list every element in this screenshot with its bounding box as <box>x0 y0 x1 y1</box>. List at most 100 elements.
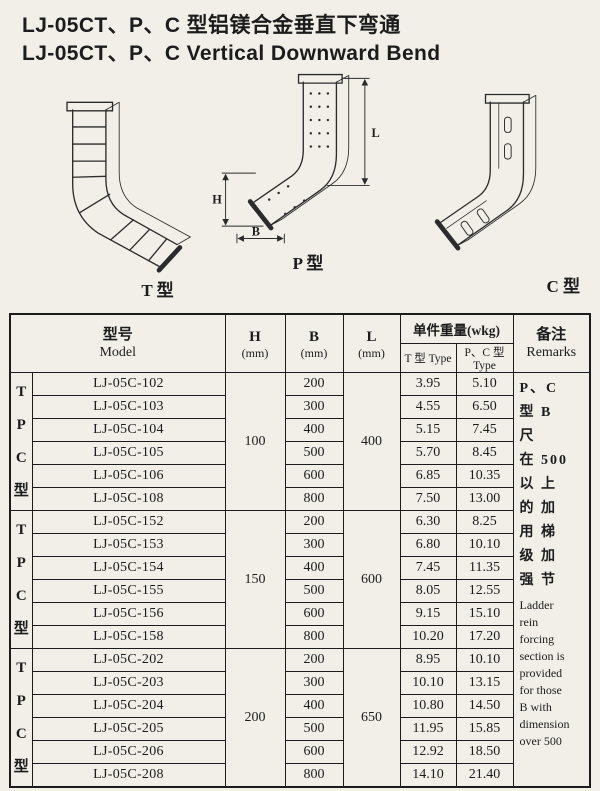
weight-pc-cell: 18.50 <box>455 740 514 765</box>
dim-label-h: H <box>212 193 222 207</box>
figure-p-type: L H B P 型 <box>208 67 408 274</box>
type-label-char: T <box>16 521 27 538</box>
remark-line: Ladder <box>519 598 554 613</box>
b-header-unit: (mm) <box>300 345 328 360</box>
b-value-cell: 200 <box>284 648 344 673</box>
b-value-cell: 200 <box>284 372 344 397</box>
weight-pc-cell: 6.50 <box>455 395 514 420</box>
model-cell: LJ-05C-102 <box>31 372 226 397</box>
page-title-zh: LJ-05CT、P、C 型铝镁合金垂直下弯通 <box>22 14 401 37</box>
l-value-cell: 650 <box>342 648 401 788</box>
model-cell: LJ-05C-205 <box>31 717 226 742</box>
page-title-en: LJ-05CT、P、C Vertical Downward Bend <box>22 41 441 65</box>
model-cell: LJ-05C-153 <box>31 533 226 558</box>
h-value-cell: 150 <box>224 510 286 650</box>
figures-area: T 型 <box>0 67 600 313</box>
h-header-letter: H <box>249 328 261 345</box>
weight-pc-cell: 10.35 <box>455 464 514 489</box>
remark-line: 型 B <box>519 405 553 421</box>
b-value-cell: 500 <box>284 579 344 604</box>
model-cell: LJ-05C-103 <box>31 395 226 420</box>
type-label-char: P <box>16 692 26 709</box>
type-label-char: C <box>15 725 27 742</box>
model-cell: LJ-05C-204 <box>31 694 226 719</box>
figure-t-type: T 型 <box>20 89 225 301</box>
b-value-cell: 300 <box>284 395 344 420</box>
h-header: H (mm) <box>224 313 286 374</box>
c-type-drawing <box>434 94 537 251</box>
spec-table: 型号 Model H (mm) B (mm) L (mm) 单件重量(wkg) <box>9 313 591 789</box>
b-header-letter: B <box>308 328 319 345</box>
weight-t-cell: 5.70 <box>399 441 457 466</box>
model-cell: LJ-05C-158 <box>31 625 226 650</box>
weight-t-cell: 6.30 <box>399 510 457 535</box>
weight-pc-cell: 15.10 <box>455 602 514 627</box>
b-value-cell: 800 <box>284 487 344 512</box>
type-label-char: 型 <box>13 758 29 775</box>
type-label-char: 型 <box>13 482 29 499</box>
weight-pc-cell: 7.45 <box>455 418 514 443</box>
remark-line: 的 加 <box>519 501 557 517</box>
model-cell: LJ-05C-106 <box>31 464 226 489</box>
weight-t-cell: 3.95 <box>399 372 457 397</box>
weight-t-cell: 14.10 <box>399 763 457 788</box>
weight-header: 单件重量(wkg) <box>399 313 514 345</box>
weight-t-cell: 6.80 <box>399 533 457 558</box>
remark-line: provided <box>519 666 563 681</box>
weight-pc-subheader: P、C 型 Type <box>455 343 514 374</box>
dimension-lines <box>221 78 370 244</box>
b-value-cell: 300 <box>284 671 344 696</box>
weight-pc-cell: 21.40 <box>455 763 514 788</box>
b-value-cell: 200 <box>284 510 344 535</box>
model-cell: LJ-05C-206 <box>31 740 226 765</box>
remark-line: B with <box>519 700 552 715</box>
remark-line: P、C <box>519 381 559 397</box>
weight-pc-cell: 13.00 <box>455 487 514 512</box>
type-label-char: C <box>15 587 27 604</box>
model-cell: LJ-05C-152 <box>31 510 226 535</box>
weight-t-cell: 6.85 <box>399 464 457 489</box>
h-value-cell: 200 <box>224 648 286 788</box>
l-value-cell: 400 <box>342 372 401 512</box>
weight-pc-cell: 17.20 <box>455 625 514 650</box>
weight-pc-cell: 11.35 <box>455 556 514 581</box>
type-label-char: T <box>16 659 27 676</box>
b-value-cell: 500 <box>284 441 344 466</box>
remark-line: rein <box>519 615 539 630</box>
weight-pc-cell: 8.25 <box>455 510 514 535</box>
weight-t-subheader: T 型 Type <box>399 343 457 374</box>
model-header: 型号 Model <box>9 313 226 374</box>
l-header: L (mm) <box>342 313 401 374</box>
b-value-cell: 500 <box>284 717 344 742</box>
model-cell: LJ-05C-208 <box>31 763 226 788</box>
weight-t-cell: 9.15 <box>399 602 457 627</box>
remark-line: 在 500 <box>519 453 568 469</box>
weight-t-cell: 8.05 <box>399 579 457 604</box>
remarks-header: 备注 Remarks <box>512 313 591 374</box>
weight-pc-cell: 12.55 <box>455 579 514 604</box>
remark-line: 强 节 <box>519 573 557 589</box>
b-value-cell: 600 <box>284 740 344 765</box>
figure-t-caption: T 型 <box>141 281 174 301</box>
perforation-dots <box>267 92 330 216</box>
remark-line: 以 上 <box>519 477 557 493</box>
remark-line: dimension <box>519 717 570 732</box>
b-value-cell: 800 <box>284 763 344 788</box>
model-header-en: Model <box>99 344 137 360</box>
